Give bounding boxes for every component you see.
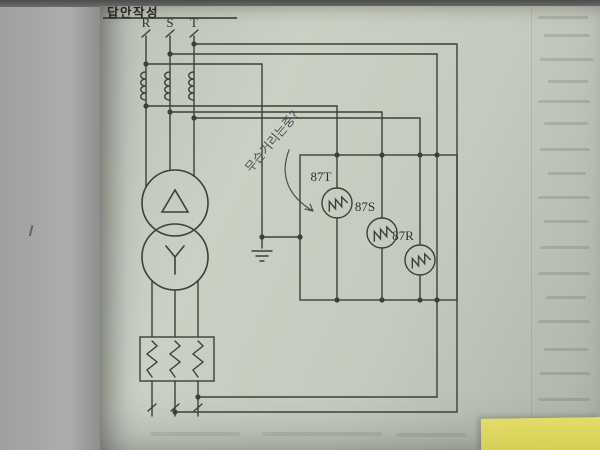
- relay-87r-coil: [404, 244, 436, 276]
- line-break-ticks: [141, 29, 199, 38]
- relay-label-87r: 87R: [392, 228, 414, 243]
- faint-print: [538, 196, 590, 199]
- faint-print: [540, 58, 594, 61]
- phase-label-s: S: [166, 15, 173, 30]
- faint-print: [538, 16, 588, 19]
- faint-print: [538, 100, 590, 103]
- relay-87t-coil: [321, 187, 353, 219]
- ct-winding-t-icon: [191, 340, 205, 378]
- relay-panel-outline: [299, 154, 458, 301]
- annotation-arrowhead-icon: [304, 203, 314, 212]
- relay-return-wires: [336, 217, 421, 301]
- delta-symbol: [160, 188, 190, 213]
- transformer-primary-winding: [141, 169, 209, 237]
- ct-bank-outline: [139, 336, 215, 382]
- wire-outer-loop: [174, 43, 458, 413]
- faint-print: [544, 348, 588, 351]
- faint-print: [544, 122, 588, 125]
- faint-print: [538, 320, 590, 323]
- relay-87s: [366, 217, 398, 249]
- relay-panel: [299, 154, 458, 301]
- header-underline: [103, 17, 237, 19]
- transformer-to-ct-leads: [151, 280, 199, 338]
- relay-87s-element-icon: [373, 225, 393, 242]
- relay-label-87t: 87T: [311, 169, 332, 184]
- ct-winding-s-icon: [168, 340, 182, 378]
- sticky-note: [480, 417, 600, 450]
- wye-symbol: [165, 245, 185, 275]
- wire-neutral-to-ground: [145, 63, 263, 249]
- faint-print: [540, 148, 590, 151]
- wire-ct-r-to-relay: [145, 105, 338, 189]
- annotation-leader-line: [284, 149, 314, 212]
- faint-print: [548, 172, 586, 175]
- wire-inner-loop: [169, 53, 438, 398]
- earth-ground-icon: [251, 250, 273, 262]
- power-transformer-symbol: [141, 169, 209, 291]
- relay-87r: [404, 244, 436, 276]
- faint-print: [544, 34, 590, 37]
- handwritten-annotation: 무슨거리는중?: [242, 107, 314, 212]
- phase-label-t: T: [190, 15, 198, 30]
- faint-print: [540, 372, 590, 375]
- ct-coil-s-icon: [164, 71, 171, 101]
- faint-column-rule: [531, 8, 532, 444]
- phase-label-r: R: [142, 15, 151, 30]
- faint-print: [546, 296, 586, 299]
- faint-print: [262, 432, 382, 436]
- faint-print: [544, 220, 588, 223]
- book-margin: [0, 0, 100, 450]
- faint-print: [548, 80, 588, 83]
- current-transformer-coils-top: [140, 71, 195, 101]
- ct-winding-r-icon: [145, 340, 159, 378]
- page-surface: [100, 6, 600, 450]
- relay-label-87s: 87S: [355, 199, 375, 214]
- wire-ct-t-to-relay: [193, 117, 421, 246]
- relay-87t-element-icon: [328, 195, 348, 212]
- ground-bars: [251, 250, 273, 262]
- ct-coil-t-icon: [188, 71, 195, 101]
- page-top-edge-shadow: [0, 0, 600, 7]
- relay-87s-coil: [366, 217, 398, 249]
- current-transformer-bank-bottom: [139, 280, 215, 417]
- wire-ct-s-to-relay: [169, 111, 383, 219]
- page-header-label: 답안작성: [107, 5, 160, 20]
- junction-dots: [143, 41, 440, 415]
- faint-print: [396, 433, 466, 437]
- faint-print: [538, 398, 590, 401]
- line-break-ticks-bottom: [147, 403, 203, 412]
- faint-print: [150, 432, 240, 436]
- faint-print: [540, 246, 590, 249]
- faint-print: [538, 272, 590, 275]
- printed-labels: R S T 87T 87S 87R: [142, 15, 415, 243]
- ct-coil-r-icon: [140, 71, 147, 101]
- relay-87t: [321, 187, 353, 219]
- relay-87r-element-icon: [411, 252, 431, 269]
